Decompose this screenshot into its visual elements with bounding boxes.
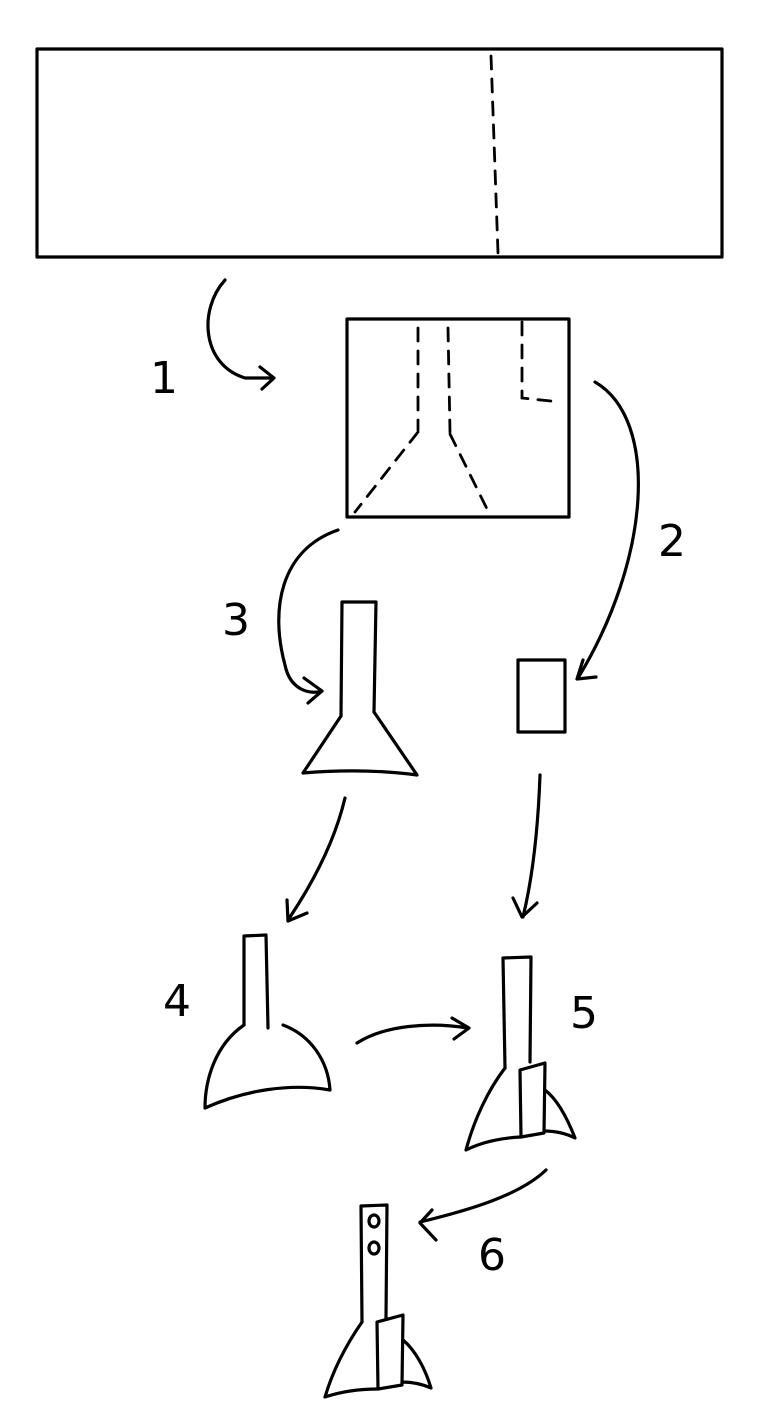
small-rectangle-piece [516, 658, 567, 734]
stem-triangle-stem [339, 600, 378, 718]
stem-triangle-shape [301, 600, 419, 777]
crease-right-diagonal [448, 432, 492, 517]
finished-shape-right-fin [400, 1338, 433, 1390]
arrow-to-step-4-head [285, 898, 309, 923]
finished-shape-hole-bottom [367, 1240, 381, 1256]
step-3-arrow [277, 528, 340, 694]
finished-shape-front-panel [375, 1313, 405, 1391]
step-2-arrowhead [575, 658, 598, 681]
step-6-label: 6 [478, 1230, 506, 1281]
finished-shape-hole-top [367, 1213, 381, 1229]
arrow-to-step-5-head [511, 896, 539, 919]
paper-strip [35, 47, 724, 259]
arrow-to-step-5 [521, 773, 542, 919]
paper-strip-fold-line [489, 54, 500, 255]
step-6-arrowhead [418, 1208, 438, 1242]
step-2-arrow [576, 380, 640, 680]
bell-shape-stem [242, 933, 270, 1030]
finned-shape-left-fin [464, 1066, 523, 1152]
stem-triangle-base [301, 710, 419, 777]
finished-shape-stem [359, 1203, 389, 1324]
folded-square [345, 317, 571, 519]
finished-shape [323, 1203, 433, 1399]
step-3-arrowhead [302, 676, 324, 705]
bell-shape [203, 933, 332, 1110]
finned-shape [464, 955, 577, 1152]
step-5-label: 5 [570, 988, 598, 1039]
finned-shape-stem [501, 955, 533, 1070]
arrow-4-to-5-head [450, 1016, 471, 1041]
finned-shape-right-fin [542, 1088, 577, 1140]
arrow-to-step-4 [286, 796, 347, 922]
folded-square-outline [345, 317, 571, 519]
step-1-arrow [206, 278, 275, 380]
arrow-4-to-5 [355, 1023, 470, 1045]
finned-shape-front-panel [518, 1061, 547, 1139]
crease-left-diagonal [353, 430, 420, 514]
step-3-label: 3 [222, 595, 250, 646]
crease-corner [520, 320, 562, 404]
step-2-label: 2 [658, 516, 686, 567]
step-4-label: 4 [163, 976, 191, 1027]
step-6-arrow [418, 1168, 548, 1224]
step-1-arrowhead [258, 365, 276, 391]
step-1-label: 1 [150, 353, 178, 404]
bell-shape-base [203, 1023, 332, 1110]
paper-strip-outline [35, 47, 724, 259]
finished-shape-left-fin [323, 1320, 380, 1399]
crease-right-vertical [446, 326, 452, 434]
